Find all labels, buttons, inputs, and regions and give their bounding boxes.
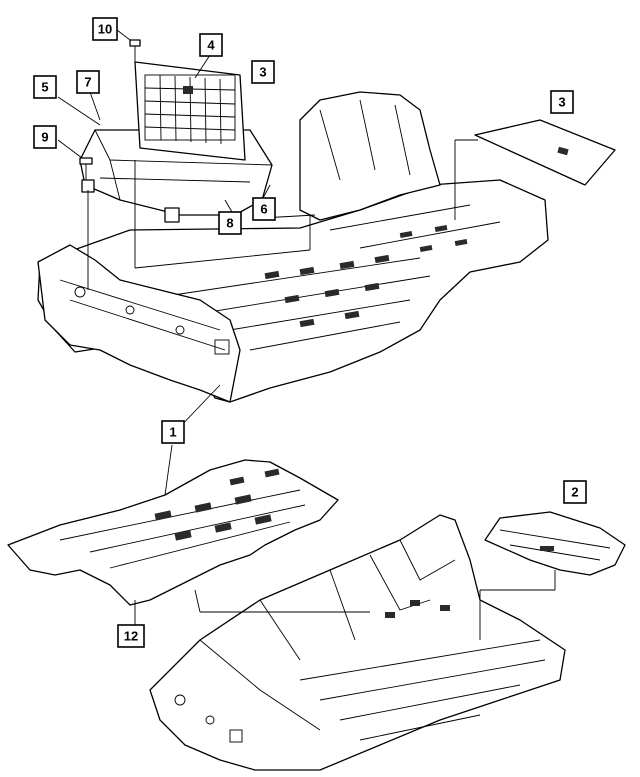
callout-4: 4 [199,33,223,57]
svg-text:8: 8 [226,216,233,231]
callout-9: 9 [33,125,57,149]
callout-6: 6 [252,197,276,221]
front-bulkhead [37,244,241,403]
callout-5: 5 [33,75,57,99]
storage-lid [134,61,246,161]
lid-grid [144,74,236,145]
callout-10: 10 [92,17,118,41]
cargo-cover-panel [474,119,616,186]
screw-10 [129,39,141,47]
floor-carpet [7,459,339,606]
callouts: 10 4 3 5 7 3 9 6 [33,17,587,648]
svg-text:3: 3 [558,95,565,110]
callout-8: 8 [218,211,242,235]
svg-text:9: 9 [41,130,48,145]
storage-lid-assembly [129,39,246,161]
svg-text:5: 5 [41,80,48,95]
callout-3-right: 3 [550,90,574,114]
callout-7: 7 [76,70,100,94]
carpet-assembly [7,444,339,625]
callout-2: 2 [563,480,587,504]
svg-text:3: 3 [259,65,266,80]
svg-text:4: 4 [207,38,215,53]
callout-3-top: 3 [251,60,275,84]
rear-carpet-assembly [479,511,626,640]
svg-text:12: 12 [124,629,138,644]
quarter-panel [299,91,441,221]
svg-text:2: 2 [571,485,578,500]
svg-text:10: 10 [98,22,112,37]
body-shell-assembly [149,514,566,771]
callout-12: 12 [117,624,145,648]
svg-text:1: 1 [169,425,176,440]
upper-floor-assembly [37,91,549,403]
callout-1: 1 [161,420,185,444]
svg-text:6: 6 [260,202,267,217]
svg-text:7: 7 [84,75,91,90]
vehicle-body-shell [149,514,566,771]
rear-carpet [484,511,626,576]
bolt-9 [79,157,93,165]
